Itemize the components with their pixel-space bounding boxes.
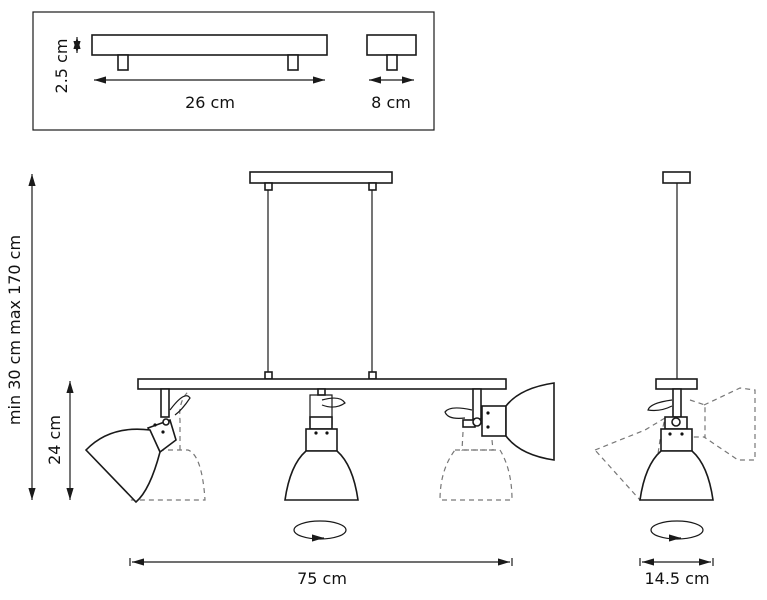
bar-height-label: 2.5 cm [52,39,71,94]
bar-detail-inset: 26 cm 8 cm 2.5 cm [32,11,435,131]
bar-length-label: 26 cm [185,93,235,112]
side-view: 14.5 cm [593,171,756,588]
bar-width-label: 8 cm [371,93,411,112]
shade-height-label: 24 cm [45,415,64,465]
rotation-icon [293,520,347,542]
suspension-height-label: min 30 cm max 170 cm [5,235,24,425]
left-lamp [84,388,206,504]
rotation-icon [650,520,704,542]
total-length-label: 75 cm [297,569,347,588]
total-depth-label: 14.5 cm [644,569,709,588]
right-lamp [439,382,555,501]
center-lamp [284,388,359,501]
front-view: min 30 cm max 170 cm 24 cm 75 cm [5,171,555,588]
